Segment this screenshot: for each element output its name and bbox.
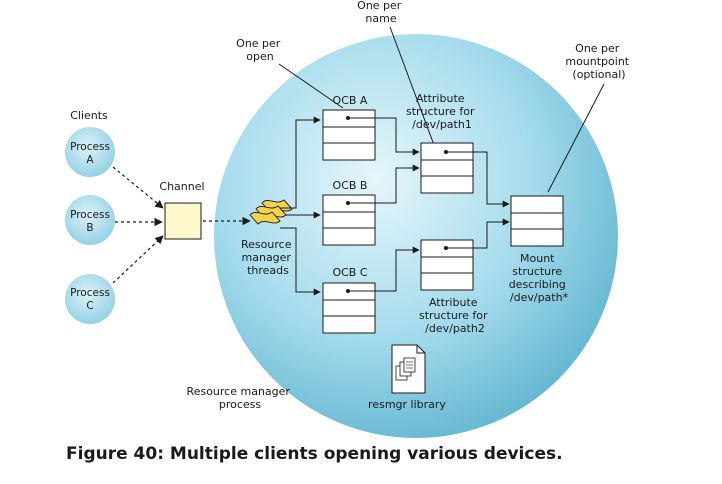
attribute-2-label: Attribute structure for /dev/path2 [419, 296, 491, 335]
svg-text:Process: Process [70, 287, 110, 299]
client-connections [112, 166, 251, 284]
resmgr-library-icon [391, 344, 426, 394]
mount-label: Mount structure describing /dev/path* [509, 252, 570, 304]
one-per-open-label: One per open [236, 37, 284, 63]
resource-manager-sphere [214, 34, 618, 438]
clients-label: Clients [70, 109, 108, 122]
channel-box [164, 202, 202, 240]
svg-text:C: C [86, 300, 93, 312]
attribute-1-structure [420, 142, 474, 194]
mount-structure [510, 195, 564, 247]
ocb-c-label: OCB C [332, 266, 367, 279]
ocb-a-label: OCB A [333, 94, 368, 107]
figure-caption: Figure 40: Multiple clients opening vari… [66, 444, 563, 464]
attribute-1-label: Attribute structure for /dev/path1 [406, 92, 478, 131]
svg-text:Process: Process [70, 209, 110, 221]
svg-text:B: B [86, 222, 93, 234]
process-b-node: Process B [65, 195, 115, 245]
pointer-arrows [348, 117, 510, 292]
resource-manager-process-label: Resource manager process [187, 385, 294, 411]
threads-icon [249, 199, 293, 225]
one-per-mountpoint-label: One per mountpoint (optional) [565, 42, 632, 81]
ocb-b-label: OCB B [333, 179, 368, 192]
svg-text:Process: Process [70, 141, 110, 153]
process-a-node: Process A [65, 127, 115, 177]
threads-label: Resource manager threads [241, 238, 295, 277]
channel-label: Channel [159, 180, 204, 193]
svg-text:A: A [86, 154, 94, 166]
resmgr-library-label: resmgr library [368, 398, 446, 411]
one-per-name-label: One per name [357, 0, 405, 25]
annotation-leaders [278, 26, 605, 193]
thread-connectors [280, 116, 321, 296]
process-c-node: Process C [65, 274, 115, 324]
